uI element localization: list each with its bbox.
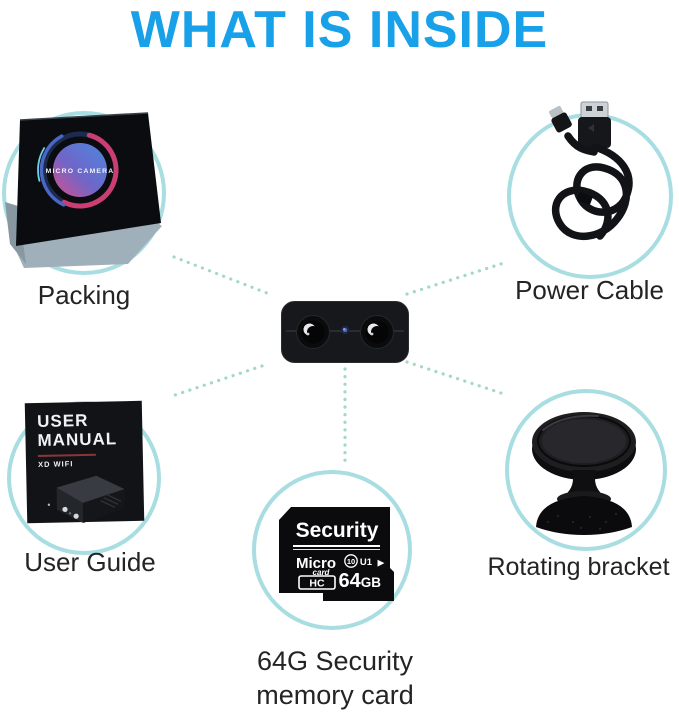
play-icon: ▶ xyxy=(378,558,385,568)
rotating-bracket-circle xyxy=(505,389,667,551)
box-flap xyxy=(10,218,162,268)
memory-card-label-line2: memory card xyxy=(256,680,414,711)
svg-text:Micro: Micro xyxy=(296,555,336,572)
svg-text:10: 10 xyxy=(347,557,355,566)
camera-lens-right xyxy=(360,315,394,349)
manual-camera-illustration xyxy=(47,475,125,524)
user-guide-label: User Guide xyxy=(24,547,156,577)
packing-box-image: MICRO CAMERA xyxy=(5,112,162,268)
sd-capacity: 64GB xyxy=(339,570,382,592)
camera-led xyxy=(340,325,350,335)
speed-class-10-icon: 10 xyxy=(344,554,358,568)
sd-brand: Security xyxy=(296,519,379,542)
rotating-bracket-image xyxy=(532,412,636,535)
manual-divider xyxy=(37,453,96,458)
packing-label: Packing xyxy=(37,280,131,310)
power-cable-image xyxy=(549,101,633,241)
cable-cord xyxy=(551,132,633,241)
mini-camera-image xyxy=(281,301,409,363)
line-to-power-cable xyxy=(405,260,509,296)
memory-card-circle xyxy=(252,470,412,630)
svg-text:card: card xyxy=(313,568,331,577)
svg-text:HC: HC xyxy=(309,578,325,590)
sd-card-body xyxy=(279,507,394,601)
memory-card-image: Security Micro card HC 10 U1 ▶ 64GB xyxy=(279,507,394,601)
memory-card-label: 64G Security memory card xyxy=(235,644,435,713)
line-to-rotating-bracket xyxy=(405,360,509,397)
rotating-bracket-label: Rotating bracket xyxy=(487,553,670,581)
micro-usb-connector xyxy=(549,105,572,133)
box-brand-text: MICRO CAMERA xyxy=(46,168,115,175)
microsd-hc-logo: Micro card HC xyxy=(296,555,336,590)
packing-circle xyxy=(2,111,166,275)
usb-a-connector xyxy=(578,101,611,148)
memory-card-label-line1: 64G Security xyxy=(256,646,414,676)
camera-lens-left xyxy=(296,315,330,349)
power-cable-label: Power Cable xyxy=(515,275,664,305)
manual-title-line1: USER xyxy=(36,410,89,431)
uhs-u1-icon: U1 xyxy=(360,557,373,568)
manual-subtitle: XD WIFI xyxy=(37,459,74,470)
box-swirl-design: MICRO CAMERA xyxy=(37,127,123,213)
manual-title-line2: MANUAL xyxy=(37,429,118,451)
user-manual-image: USER MANUAL XD WIFI xyxy=(24,400,145,524)
bracket-base xyxy=(536,491,632,535)
box-flap-left xyxy=(5,202,26,264)
cable-tie xyxy=(577,192,593,205)
page-title: WHAT IS INSIDE xyxy=(130,1,549,59)
line-to-packing xyxy=(172,255,274,297)
line-to-user-guide xyxy=(170,364,264,398)
